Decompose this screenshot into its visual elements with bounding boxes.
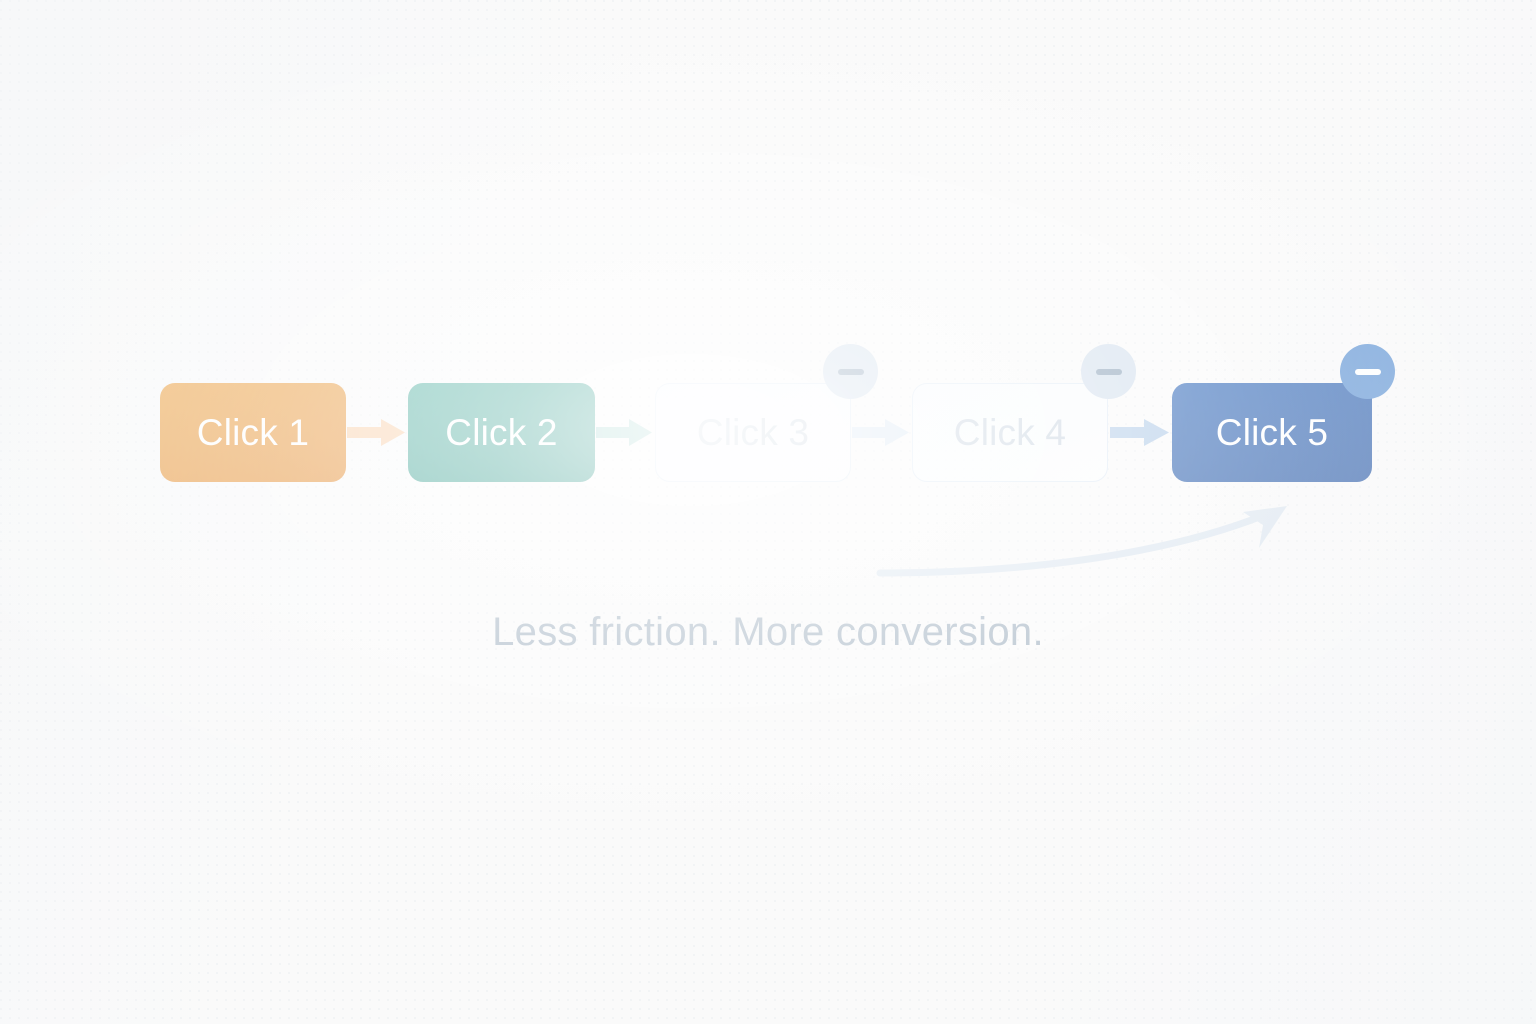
caption-text: Less friction. More conversion. [492,610,1044,654]
step-label: Click 5 [1215,412,1329,453]
step-box-click-5[interactable]: Click 5 [1172,383,1372,482]
step-box-click-2[interactable]: Click 2 [408,383,595,482]
minus-icon [837,368,864,375]
growth-arrow [876,506,1287,577]
step-box-click-3[interactable]: Click 3 [655,383,851,482]
connector-arrow-2-3 [596,419,652,446]
connector-arrow-3-4 [852,419,909,446]
remove-badge-click-4[interactable] [1081,344,1136,399]
remove-badge-click-3[interactable] [823,344,878,399]
step-label: Click 3 [696,412,810,453]
step-box-click-1[interactable]: Click 1 [160,383,346,482]
step-label: Click 4 [953,412,1067,453]
step-box-click-4[interactable]: Click 4 [912,383,1108,482]
minus-icon [1095,368,1122,375]
connector-arrow-1-2 [347,419,405,446]
minus-icon [1354,368,1381,375]
remove-badge-click-5[interactable] [1340,344,1395,399]
step-label: Click 1 [196,412,310,453]
step-label: Click 2 [445,412,558,453]
connector-arrow-4-5 [1110,419,1169,446]
